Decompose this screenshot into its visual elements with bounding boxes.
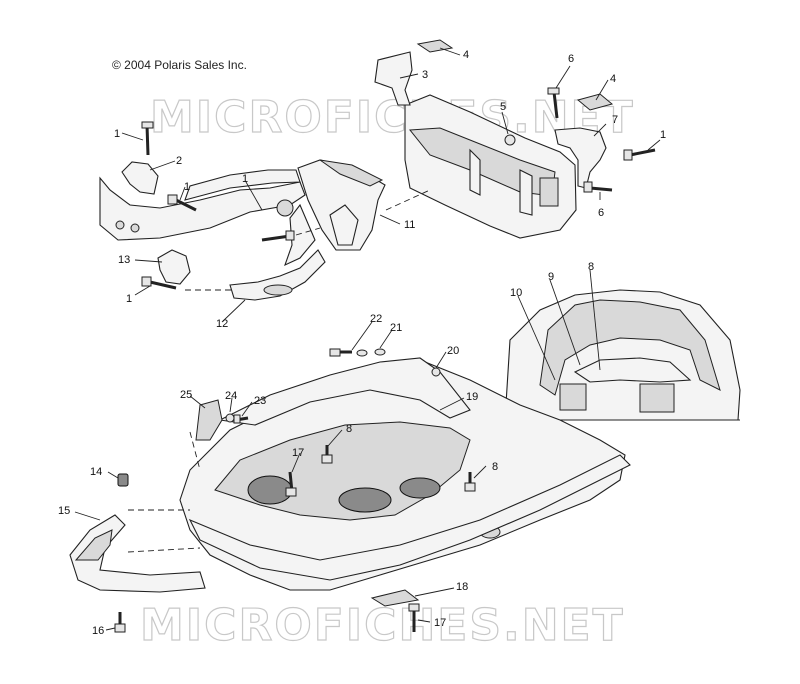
callout-14: 14 bbox=[90, 466, 102, 478]
callout-4: 4 bbox=[610, 73, 616, 85]
lower-support-12 bbox=[229, 249, 326, 301]
plate-4-right bbox=[576, 93, 614, 111]
watermark-top: MICROFICHES.NET bbox=[150, 92, 635, 143]
washers-21 bbox=[356, 348, 386, 357]
fasteners-22 bbox=[329, 348, 352, 357]
copyright-text: © 2004 Polaris Sales Inc. bbox=[112, 58, 247, 72]
callout-22: 22 bbox=[370, 313, 382, 325]
callout-24: 24 bbox=[225, 390, 237, 402]
callout-6: 6 bbox=[598, 207, 604, 219]
callout-1: 1 bbox=[114, 128, 120, 140]
nose-pan bbox=[179, 359, 631, 591]
callout-17: 17 bbox=[434, 617, 446, 629]
bracket-13 bbox=[157, 249, 191, 285]
callout-13: 13 bbox=[118, 254, 130, 266]
nut-5 bbox=[504, 134, 516, 146]
callout-3: 3 bbox=[422, 69, 428, 81]
front-bumper-15 bbox=[69, 514, 206, 593]
callout-7: 7 bbox=[612, 114, 618, 126]
leader-lines bbox=[74, 47, 661, 631]
cap-14 bbox=[117, 473, 129, 487]
bolt-6-top bbox=[547, 87, 560, 119]
bracket-7 bbox=[554, 127, 607, 189]
panel-19 bbox=[218, 357, 471, 426]
callout-6: 6 bbox=[568, 53, 574, 65]
callout-4: 4 bbox=[463, 49, 469, 61]
upper-support-11 bbox=[297, 159, 386, 251]
stud-8-right bbox=[464, 472, 476, 492]
callout-25: 25 bbox=[180, 389, 192, 401]
callout-1: 1 bbox=[184, 181, 190, 193]
clip-20 bbox=[431, 367, 441, 377]
plate-18 bbox=[370, 589, 420, 607]
screw-17-lower bbox=[408, 603, 420, 632]
steering-support-frame bbox=[99, 169, 316, 267]
callout-labels: 1 2 1 1 13 1 12 3 4 4 5 6 6 7 1 11 8 9 1… bbox=[58, 49, 666, 637]
callout-1: 1 bbox=[242, 173, 248, 185]
callout-20: 20 bbox=[447, 345, 459, 357]
watermark-bottom: MICROFICHES.NET bbox=[140, 600, 625, 651]
inset-view bbox=[504, 289, 741, 421]
bulkhead-frame bbox=[404, 94, 577, 239]
bolt-1-lower bbox=[261, 230, 295, 242]
callout-1: 1 bbox=[126, 293, 132, 305]
bolt-6-lower bbox=[583, 181, 613, 193]
callout-19: 19 bbox=[466, 391, 478, 403]
callout-21: 21 bbox=[390, 322, 402, 334]
screw-23 bbox=[233, 414, 249, 424]
callout-9: 9 bbox=[548, 271, 554, 283]
callout-11: 11 bbox=[404, 219, 415, 231]
bracket-3 bbox=[374, 51, 413, 106]
callout-16: 16 bbox=[92, 625, 104, 637]
bracket-25 bbox=[195, 399, 223, 441]
callout-17: 17 bbox=[292, 447, 304, 459]
callout-10: 10 bbox=[510, 287, 522, 299]
bolt-1-right bbox=[623, 148, 656, 161]
stud-8-left bbox=[321, 445, 333, 464]
callout-18: 18 bbox=[456, 581, 468, 593]
bolt-1-bottom bbox=[141, 276, 177, 290]
bolt-1-top bbox=[141, 121, 154, 156]
callout-12: 12 bbox=[216, 318, 228, 330]
screw-16 bbox=[114, 612, 126, 633]
bracket-2 bbox=[121, 161, 159, 195]
callout-1: 1 bbox=[660, 129, 666, 141]
washer-24 bbox=[225, 413, 235, 423]
callout-8: 8 bbox=[492, 461, 498, 473]
bolt-1-mid bbox=[167, 194, 197, 212]
callout-23: 23 bbox=[254, 395, 266, 407]
callout-2: 2 bbox=[176, 155, 182, 167]
callout-8: 8 bbox=[346, 423, 352, 435]
callout-8: 8 bbox=[588, 261, 594, 273]
callout-15: 15 bbox=[58, 505, 70, 517]
callout-5: 5 bbox=[500, 101, 506, 113]
screw-17-upper bbox=[285, 471, 297, 497]
